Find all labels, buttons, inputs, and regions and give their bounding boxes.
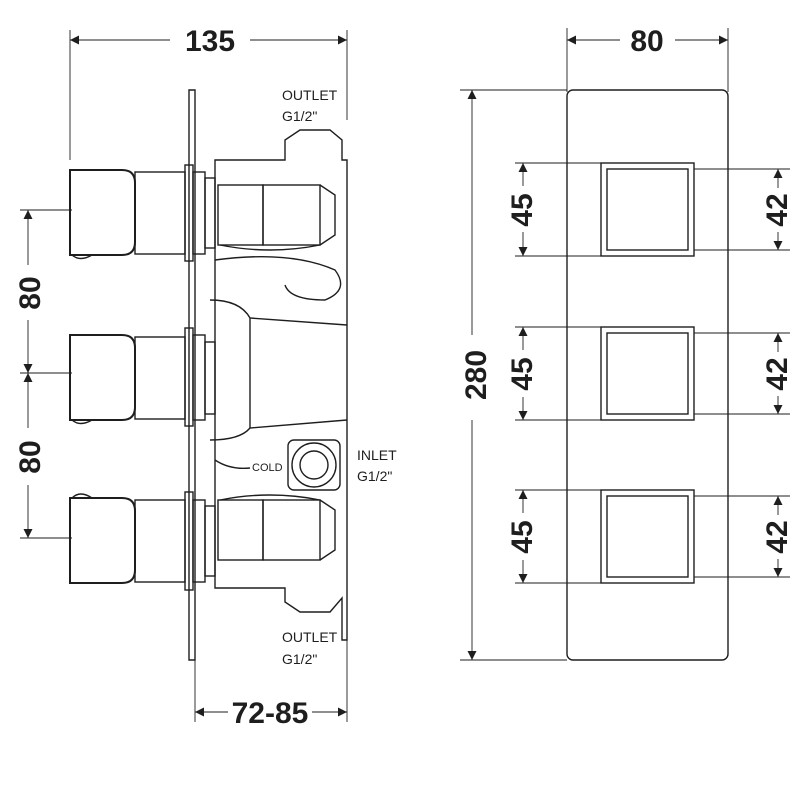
knob-bottom-right-dim: 42 bbox=[761, 520, 794, 553]
front-plate bbox=[566, 89, 729, 661]
dimension-spacing: 80 80 bbox=[14, 209, 72, 539]
front-width-label: 80 bbox=[630, 25, 663, 58]
dimension-135: 135 bbox=[69, 25, 348, 160]
outlet-bottom-label: OUTLET bbox=[282, 629, 338, 645]
cartridge-top bbox=[217, 184, 336, 251]
side-view: 135 OUTLET G1/2" bbox=[14, 25, 397, 730]
cold-label: COLD bbox=[252, 462, 283, 474]
front-height-label: 280 bbox=[460, 350, 493, 400]
valve-body bbox=[214, 129, 348, 641]
dimension-135-label: 135 bbox=[185, 25, 235, 58]
knob-top-left-dim: 45 bbox=[506, 193, 539, 226]
knob-middle-left-dim: 45 bbox=[506, 357, 539, 390]
inlet-thread: G1/2" bbox=[357, 468, 392, 484]
spacing-bottom-label: 80 bbox=[14, 440, 47, 473]
outlet-top-callout: OUTLET G1/2" bbox=[282, 87, 338, 124]
handle-side-middle bbox=[69, 327, 216, 427]
front-knob-bottom: 45 42 bbox=[506, 489, 794, 584]
dimension-280: 280 bbox=[460, 89, 567, 661]
dimension-80-width: 80 bbox=[566, 25, 729, 92]
front-knob-top: 45 42 bbox=[506, 162, 794, 257]
knob-middle-right-dim: 42 bbox=[761, 357, 794, 390]
inlet-connection bbox=[287, 439, 341, 491]
spacing-top-label: 80 bbox=[14, 276, 47, 309]
outlet-top-label: OUTLET bbox=[282, 87, 338, 103]
handle-side-bottom bbox=[69, 491, 216, 591]
outlet-bottom-callout: OUTLET G1/2" bbox=[282, 629, 338, 667]
outlet-top-thread: G1/2" bbox=[282, 108, 317, 124]
knob-bottom-left-dim: 45 bbox=[506, 520, 539, 553]
cover-plate bbox=[188, 89, 196, 661]
handle-side-top bbox=[69, 164, 216, 262]
front-view: 80 280 45 42 bbox=[460, 25, 794, 661]
inlet-label: INLET bbox=[357, 447, 397, 463]
front-knob-middle: 45 42 bbox=[506, 326, 794, 421]
knob-top-right-dim: 42 bbox=[761, 193, 794, 226]
cartridge-bottom bbox=[217, 494, 336, 561]
outlet-bottom-thread: G1/2" bbox=[282, 651, 317, 667]
inlet-callout: INLET G1/2" bbox=[357, 447, 397, 484]
dimension-72-85: 72-85 bbox=[194, 640, 348, 730]
diverter-body bbox=[209, 255, 348, 470]
dimension-72-85-label: 72-85 bbox=[232, 697, 309, 730]
